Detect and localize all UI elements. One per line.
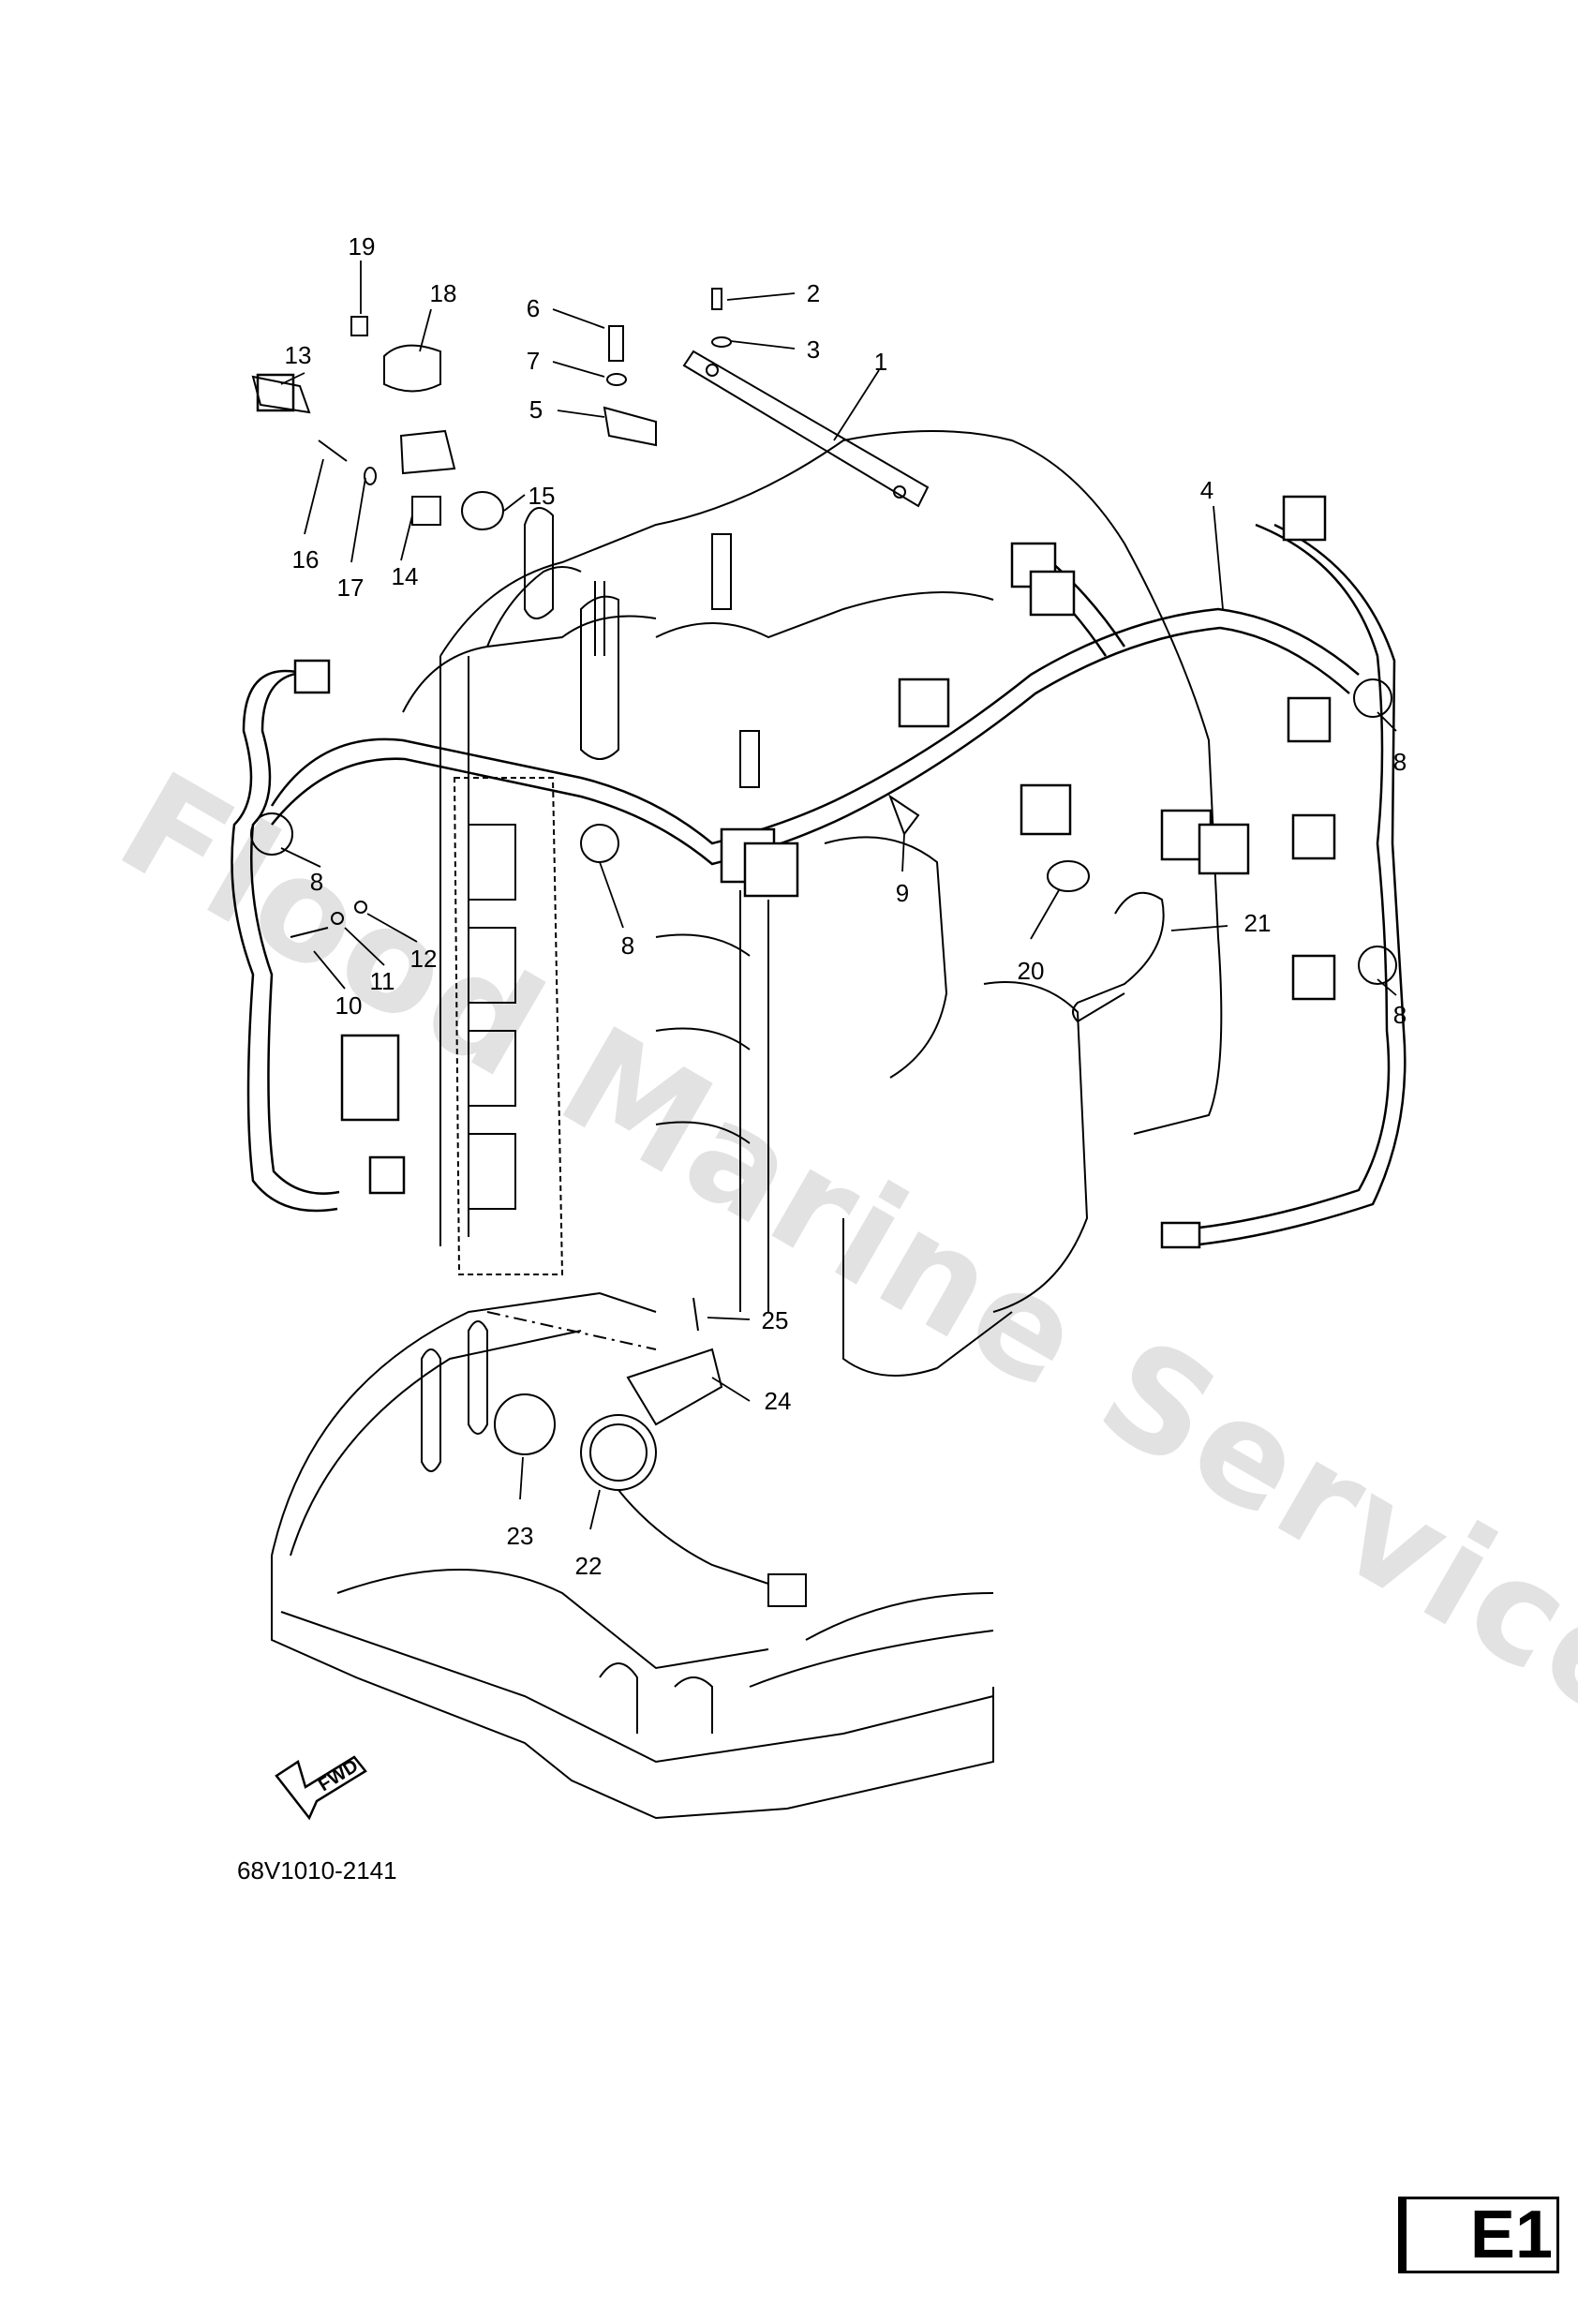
part-callout-16: 16 xyxy=(292,545,320,574)
part-callout-18: 18 xyxy=(430,279,457,307)
leader-lines xyxy=(280,261,1397,1530)
part-callout-7: 7 xyxy=(527,347,540,375)
part-callout-8: 8 xyxy=(310,868,323,896)
part-callout-24: 24 xyxy=(765,1387,792,1415)
fwd-arrow: FWD xyxy=(275,1755,367,1821)
part-callout-25: 25 xyxy=(762,1306,789,1334)
wiring-harness xyxy=(231,523,1407,1246)
part-callout-23: 23 xyxy=(507,1522,534,1550)
part-callout-20: 20 xyxy=(1018,957,1045,985)
part-callout-6: 6 xyxy=(527,294,540,322)
part-callout-15: 15 xyxy=(528,482,556,510)
part-callout-17: 17 xyxy=(337,574,365,602)
part-callout-22: 22 xyxy=(575,1552,603,1580)
part-callout-8: 8 xyxy=(1393,748,1407,776)
engine-block-outline xyxy=(402,430,1223,1377)
part-callout-8: 8 xyxy=(621,931,634,960)
part-callout-12: 12 xyxy=(410,945,438,973)
part-callout-11: 11 xyxy=(370,967,395,995)
part-callout-5: 5 xyxy=(529,395,543,424)
drawing-number: 68V1010-2141 xyxy=(237,1856,397,1885)
part-callout-labels: 1234567888891011121314151617181920212223… xyxy=(285,232,1407,1580)
part-callout-13: 13 xyxy=(285,341,312,369)
part-callout-2: 2 xyxy=(807,279,820,307)
part-callout-8: 8 xyxy=(1393,1001,1407,1029)
lower-casing-outline xyxy=(271,1291,994,1820)
part-callout-19: 19 xyxy=(349,232,376,261)
page-code: E1 xyxy=(1398,2197,1559,2273)
part-callout-4: 4 xyxy=(1200,476,1213,504)
part-callout-10: 10 xyxy=(335,991,363,1020)
connectors xyxy=(256,373,1336,1249)
part-callout-1: 1 xyxy=(874,348,887,376)
part-callout-14: 14 xyxy=(392,562,419,590)
part-callout-21: 21 xyxy=(1244,909,1272,937)
part-callout-3: 3 xyxy=(807,335,820,364)
part-callout-9: 9 xyxy=(896,879,909,907)
